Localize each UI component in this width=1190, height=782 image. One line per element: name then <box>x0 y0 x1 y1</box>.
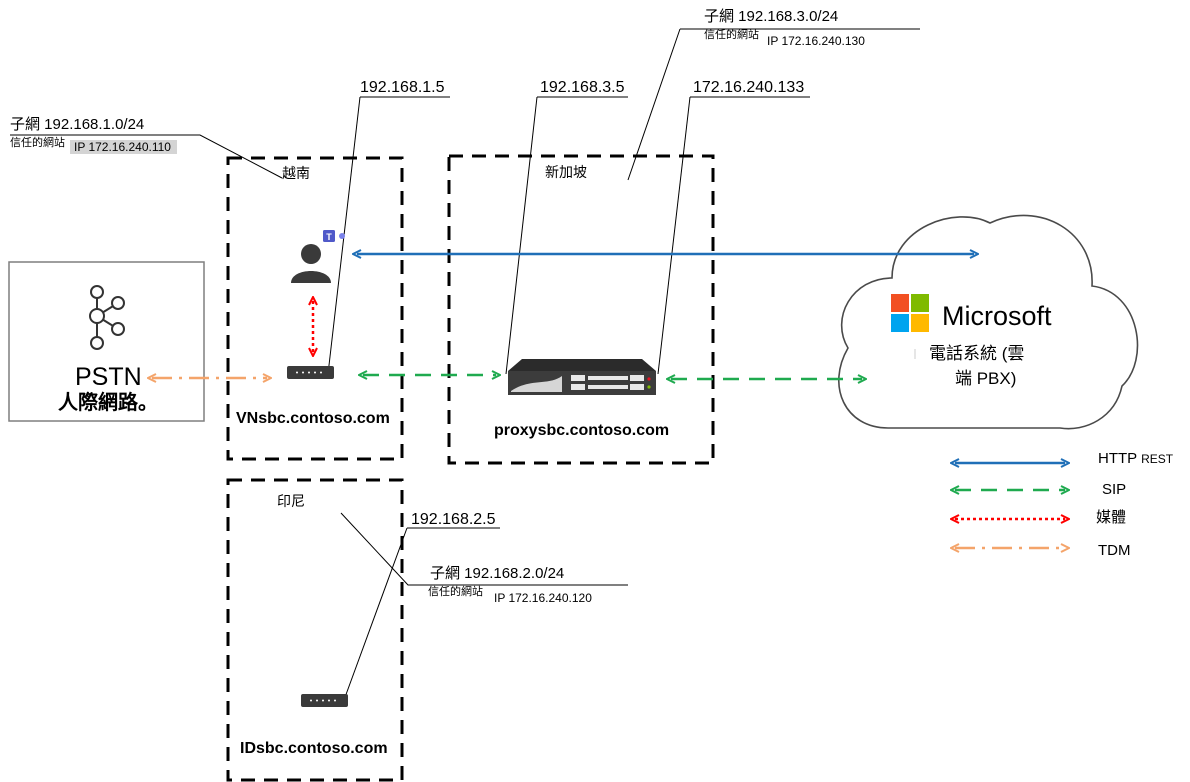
svg-text:T: T <box>326 232 332 242</box>
singapore-subnet-label: 子網 192.168.3.0/24 <box>704 8 839 25</box>
proxy-sbc-server <box>508 359 656 395</box>
legend-tdm-label: TDM <box>1098 542 1131 559</box>
legend-http-rest-text: REST <box>1141 452 1174 466</box>
indonesia-subnet-label: 子網 192.168.2.0/24 <box>430 565 565 582</box>
legend-sip-label: SIP <box>1102 481 1127 498</box>
vietnam-site-name: 越南 <box>282 165 310 181</box>
phone-system-label-line1: 電話系統 (雲 <box>929 344 1025 363</box>
singapore-external-ip: 172.16.240.133 <box>693 79 805 96</box>
microsoft-brand-label: Microsoft <box>942 301 1052 331</box>
singapore-internal-ip: 192.168.3.5 <box>540 79 625 96</box>
vietnam-sbc-fqdn: VNsbc.contoso.com <box>236 410 390 427</box>
singapore-sbc-fqdn: proxysbc.contoso.com <box>494 422 670 439</box>
indonesia-trusted-site-label: 信任的網站 <box>428 586 483 598</box>
legend-http-text: HTTP <box>1098 450 1137 467</box>
network-hub-icon <box>89 285 125 350</box>
teams-user-icon: T <box>291 230 345 283</box>
indonesia-site-name: 印尼 <box>277 493 305 509</box>
phone-system-label-line2: 端 PBX) <box>955 369 1017 388</box>
site-box-indonesia <box>226 478 404 782</box>
pstn-title: PSTN <box>75 363 142 391</box>
microsoft-logo-icon <box>891 294 929 332</box>
leader-lines <box>10 28 920 701</box>
site-box-vietnam <box>226 156 404 461</box>
vietnam-sbc-ip: 192.168.1.5 <box>360 79 445 96</box>
legend-media-label: 媒體 <box>1096 509 1127 526</box>
id-sbc-device <box>301 694 348 707</box>
legend-http-label: HTTP REST <box>1098 451 1173 466</box>
singapore-trusted-ip: IP 172.16.240.130 <box>767 34 865 48</box>
pstn-subtitle: 人際網路。 <box>58 392 158 414</box>
singapore-trusted-site-label: 信任的網站 <box>704 29 759 41</box>
vietnam-subnet-label: 子網 192.168.1.0/24 <box>10 116 145 133</box>
pstn-box <box>8 261 205 422</box>
site-box-singapore <box>447 154 715 465</box>
indonesia-sbc-fqdn: IDsbc.contoso.com <box>240 740 388 757</box>
indonesia-sbc-ip: 192.168.2.5 <box>411 511 496 528</box>
vn-sbc-device <box>287 366 334 379</box>
indonesia-trusted-ip: IP 172.16.240.120 <box>494 591 592 605</box>
vietnam-trusted-ip: IP 172.16.240.110 <box>70 140 177 154</box>
singapore-site-name: 新加坡 <box>545 164 587 180</box>
cloud-shape <box>838 214 1139 430</box>
vietnam-trusted-site-label: 信任的網站 <box>10 137 65 149</box>
